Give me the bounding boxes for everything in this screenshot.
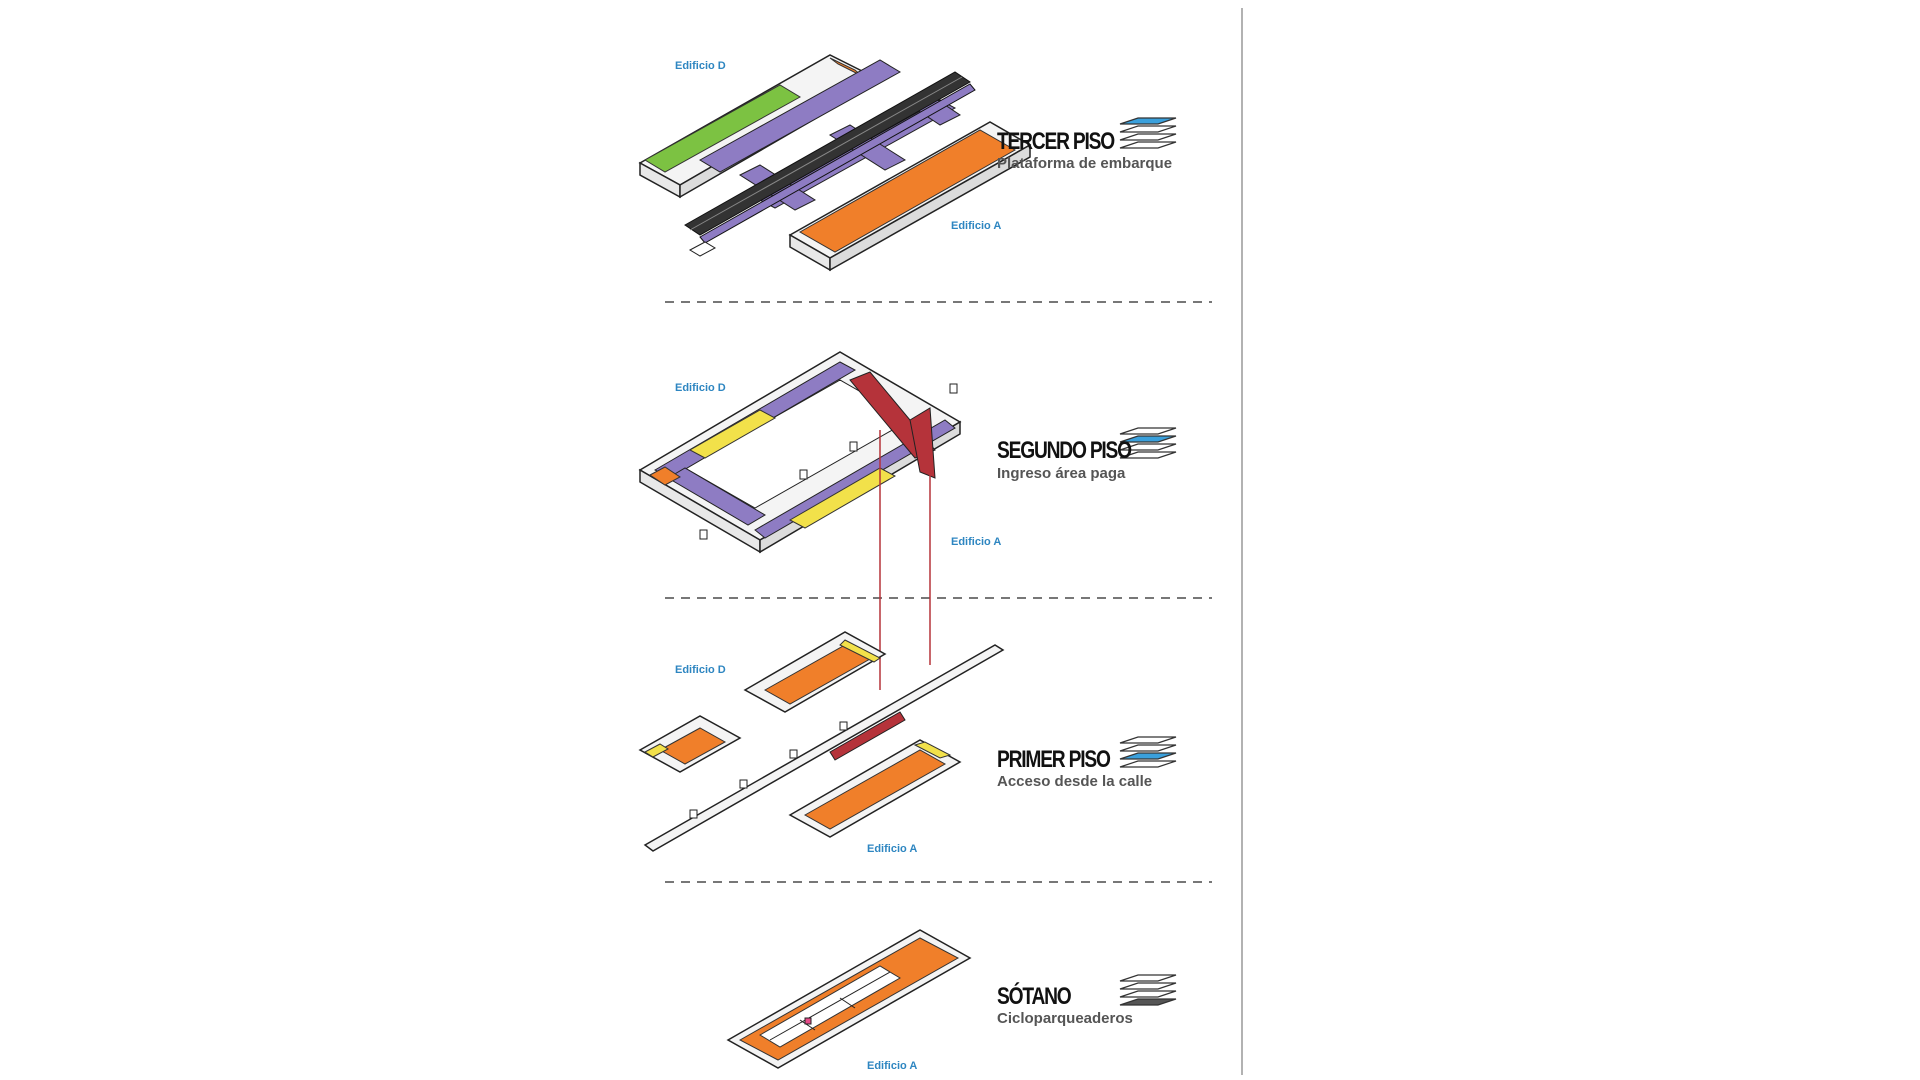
layer-sheet <box>1119 990 1177 998</box>
building-label-a: Edificio A <box>951 536 1002 548</box>
layers-tercer-icon <box>1119 117 1177 149</box>
layer-sheet <box>1119 133 1177 141</box>
floor-subtitle-segundo: Ingreso área paga <box>997 465 1126 482</box>
building-label-a: Edificio A <box>951 220 1002 232</box>
layers-segundo-icon <box>1119 427 1177 459</box>
layer-sheet <box>1119 736 1177 744</box>
layer-sheet <box>1119 760 1177 768</box>
layer-sheet <box>1119 141 1177 149</box>
building-label-d: Edificio D <box>675 382 726 394</box>
layers-primer-icon <box>1119 736 1177 768</box>
floor-subtitle-sotano: Cicloparqueaderos <box>997 1010 1133 1027</box>
floor-subtitle-tercer: Plataforma de embarque <box>997 155 1173 172</box>
layer-sheet <box>1119 998 1177 1006</box>
tercer-piso-illustration <box>638 54 1032 272</box>
layer-sheet <box>1119 974 1177 982</box>
layer-sheet <box>1119 125 1177 133</box>
floor-subtitle-primer: Acceso desde la calle <box>997 773 1153 790</box>
floor-title-tercer: TERCER PISO <box>997 128 1115 155</box>
layer-sheet <box>1119 435 1177 443</box>
layer-sheet <box>1119 744 1177 752</box>
sotano-illustration <box>726 929 972 1069</box>
building-label-a: Edificio A <box>867 843 918 855</box>
layer-sheet <box>1119 982 1177 990</box>
segundo-piso-illustration <box>638 351 962 690</box>
floor-title-segundo: SEGUNDO PISO <box>997 437 1132 464</box>
primer-piso-illustration <box>638 631 1005 852</box>
layer-sheet <box>1119 443 1177 451</box>
floor-title-sotano: SÓTANO <box>997 983 1072 1010</box>
floor-title-primer: PRIMER PISO <box>997 746 1111 773</box>
building-label-d: Edificio D <box>675 664 726 676</box>
layer-sheet <box>1119 752 1177 760</box>
layer-sheet <box>1119 451 1177 459</box>
building-label-d: Edificio D <box>675 60 726 72</box>
layer-sheet <box>1119 117 1177 125</box>
layers-sotano-icon <box>1119 974 1177 1006</box>
layer-sheet <box>1119 427 1177 435</box>
building-label-a: Edificio A <box>867 1060 918 1072</box>
